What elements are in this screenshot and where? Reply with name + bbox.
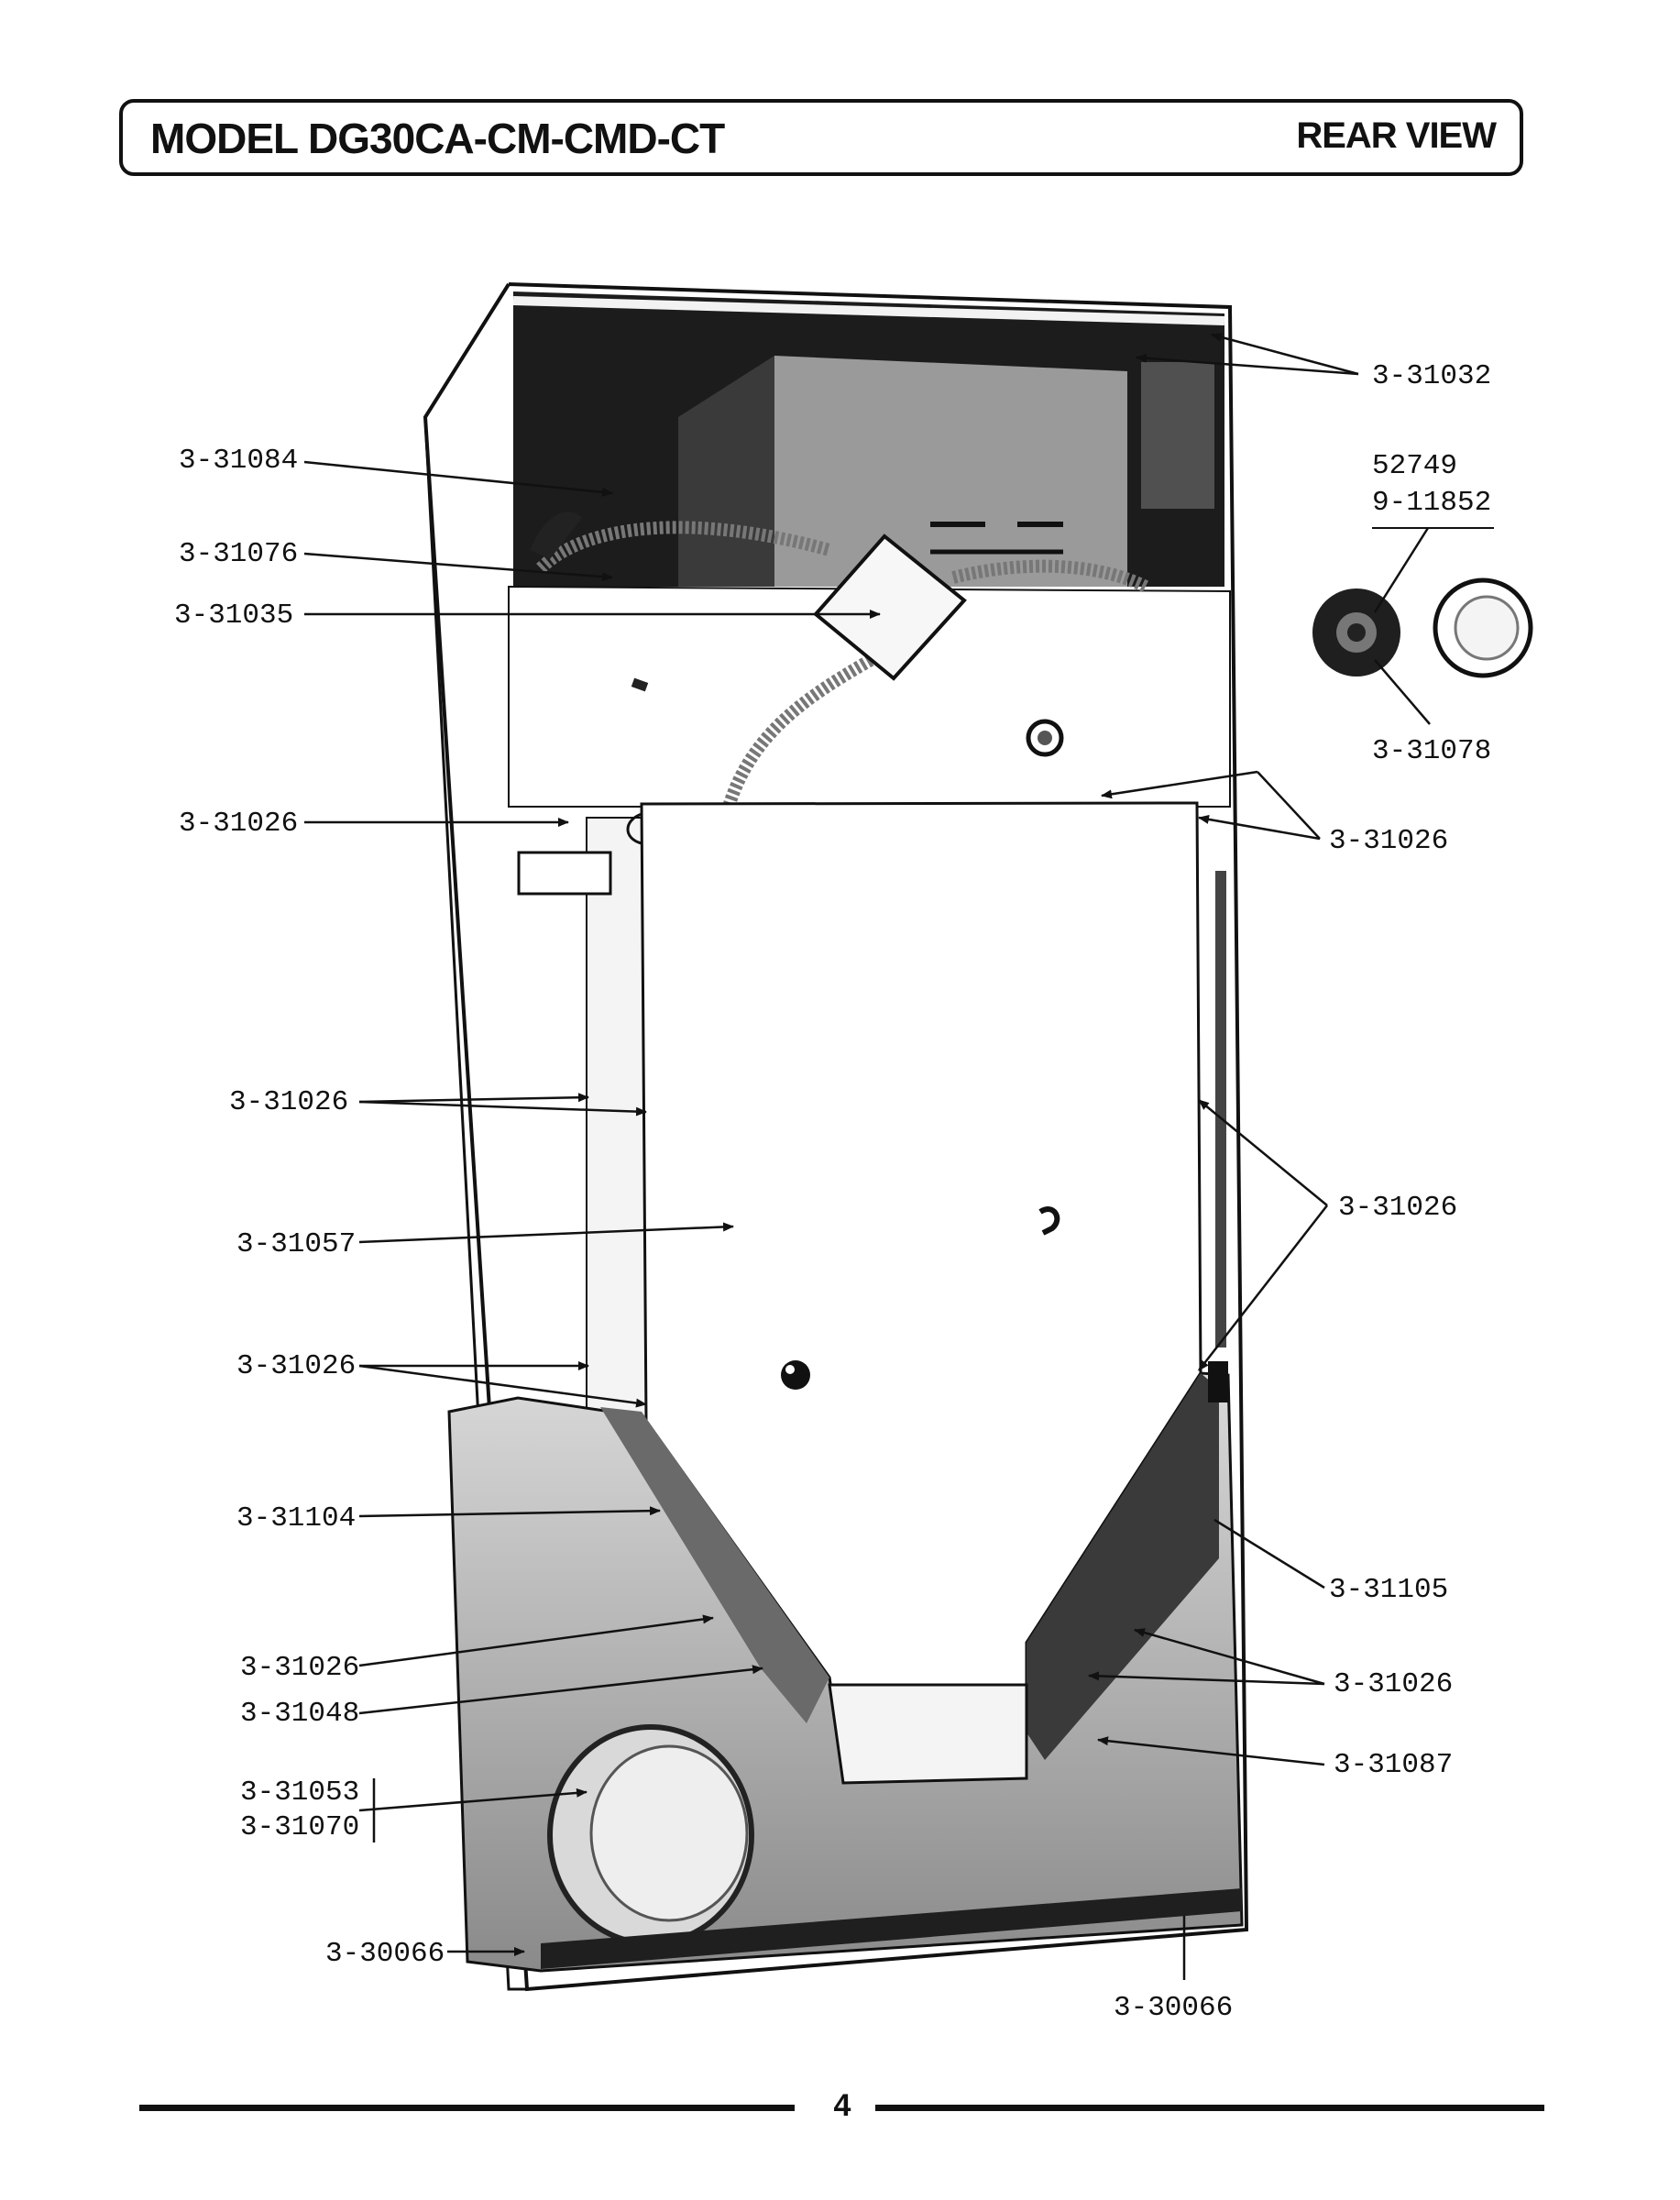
label-3-31087: 3-31087: [1334, 1749, 1453, 1781]
label-3-31026-d: 3-31026: [240, 1652, 359, 1684]
leader-31026-r2b: [1198, 1204, 1328, 1371]
callout-labels: 3-31084 3-31076 3-31035 3-31026 3-31026 …: [174, 360, 1491, 2024]
cap-clip-inner: [1454, 595, 1520, 661]
leader-31105: [1213, 1518, 1325, 1590]
upper-right-bracket: [1141, 362, 1214, 509]
label-3-31026-b: 3-31026: [229, 1086, 348, 1118]
right-edge-strip: [1215, 871, 1226, 1348]
label-3-30066-left: 3-30066: [325, 1938, 445, 1970]
leader-31026-r1c: [1198, 814, 1321, 841]
gas-hose: [536, 521, 831, 574]
leader-31026-d: [358, 1614, 714, 1667]
right-duct-side: [1027, 1373, 1219, 1760]
leader-31076: [303, 552, 613, 582]
label-3-31070: 3-31070: [240, 1811, 359, 1843]
gas-hose-right: [951, 559, 1149, 593]
leader-31032-a: [1211, 333, 1359, 376]
left-duct-brace: [600, 1407, 829, 1723]
label-3-31035: 3-31035: [174, 600, 293, 632]
label-3-31048: 3-31048: [240, 1698, 359, 1730]
leader-31032-b: [1136, 353, 1359, 376]
label-3-31032: 3-31032: [1372, 360, 1491, 392]
gas-hose-lower: [722, 654, 874, 809]
label-3-31084: 3-31084: [179, 445, 298, 477]
header-box: MODEL DG30CA-CM-CMD-CT REAR VIEW: [119, 99, 1523, 176]
leader-31026-b1: [358, 1093, 589, 1104]
leader-31087: [1097, 1736, 1325, 1766]
leader-31057: [358, 1222, 734, 1244]
panel-plug-inner: [1038, 731, 1052, 745]
label-3-31105: 3-31105: [1329, 1574, 1448, 1606]
label-52749: 52749: [1372, 450, 1457, 482]
panel-round-plug-hl: [785, 1365, 795, 1374]
cabinet-top-edge: [423, 282, 1249, 1992]
right-duct-block: [1208, 1361, 1228, 1402]
left-label-plate: [517, 851, 612, 896]
panel-cutout: [1038, 1206, 1060, 1236]
page-number: 4: [833, 2088, 851, 2123]
leader-31026-r1b: [1101, 770, 1258, 799]
label-3-31104: 3-31104: [236, 1502, 356, 1534]
leader-52749: [1373, 527, 1430, 613]
leader-31053: [358, 1788, 587, 1812]
cap-nut-core: [1347, 623, 1366, 642]
leader-31026-c2: [358, 1364, 647, 1408]
view-title: REAR VIEW: [1296, 116, 1497, 156]
label-3-31026-a: 3-31026: [179, 808, 298, 840]
label-3-31057: 3-31057: [236, 1228, 356, 1260]
leader-31026-r2a: [1198, 1099, 1328, 1206]
leader-31084: [303, 460, 613, 497]
leader-31104: [358, 1506, 661, 1518]
label-9-11852: 9-11852: [1372, 487, 1491, 519]
bottom-rail: [541, 1888, 1242, 1969]
footer-rule-left: [139, 2105, 795, 2111]
label-3-31078: 3-31078: [1372, 735, 1491, 767]
leader-31048: [358, 1665, 763, 1715]
cabinet: [423, 282, 1249, 1992]
leader-31026-r3a: [1134, 1628, 1325, 1686]
panel-hook: [626, 812, 642, 845]
label-3-31026-r2: 3-31026: [1338, 1192, 1457, 1224]
leader-31026-r3b: [1088, 1671, 1325, 1686]
lower-channel: [828, 1683, 1028, 1785]
label-3-31053: 3-31053: [240, 1776, 359, 1809]
junction-box: [813, 534, 967, 681]
upper-screw: [631, 677, 649, 692]
leader-31026-r1a: [1257, 771, 1321, 840]
leader-31078: [1374, 659, 1431, 725]
footer-rule-right: [875, 2105, 1544, 2111]
exhaust-outlet-inner: [589, 1744, 749, 1922]
heater-box: [774, 356, 1127, 587]
label-3-31026-c: 3-31026: [236, 1350, 356, 1382]
left-channel: [586, 817, 647, 1424]
label-3-31026-r1: 3-31026: [1329, 825, 1448, 857]
hook-bracket: [530, 512, 582, 559]
panel-round-plug: [781, 1360, 810, 1390]
model-title: MODEL DG30CA-CM-CMD-CT: [150, 115, 725, 162]
label-3-31026-r3: 3-31026: [1334, 1668, 1453, 1700]
label-3-31076: 3-31076: [179, 538, 298, 570]
top-rail: [512, 296, 1225, 325]
label-3-30066-bottom: 3-30066: [1114, 1992, 1233, 2024]
leader-lines: [303, 333, 1431, 1980]
leader-31026-b2: [358, 1100, 647, 1116]
cap-detail: [1312, 527, 1533, 678]
